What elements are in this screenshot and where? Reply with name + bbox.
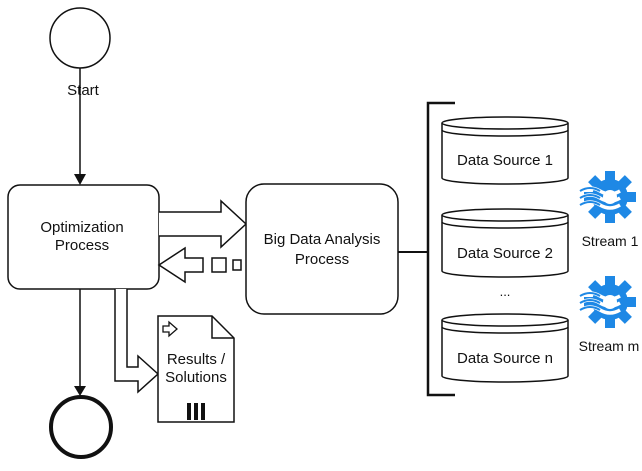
stream-m-label: Stream m [579, 338, 640, 354]
data-sources-ellipsis: ... [500, 284, 511, 299]
results-label-line1: Results / [167, 351, 226, 368]
data-sources-bracket [426, 101, 455, 397]
optimization-process-box[interactable] [7, 184, 160, 290]
data-flow-arrow-right [159, 199, 248, 249]
results-flow-arrow [114, 289, 160, 394]
end-flow-arrowhead [74, 386, 86, 396]
feedback-arrow-dash-1 [211, 257, 227, 273]
start-event[interactable] [49, 7, 111, 69]
big-data-label-line1: Big Data Analysis [264, 231, 381, 248]
data-source-1-label: Data Source 1 [457, 152, 553, 169]
start-flow-arrowhead [74, 174, 86, 185]
optimization-label-line1: Optimization [40, 219, 123, 236]
optimization-label-line2: Process [55, 237, 109, 254]
data-source-2[interactable]: Data Source 2 [441, 208, 569, 278]
results-document[interactable]: Results / Solutions [157, 315, 235, 423]
input-arrow-icon [162, 320, 178, 338]
results-label-line2: Solutions [165, 369, 227, 386]
stream-gear-icon [579, 171, 636, 223]
big-data-label-line2: Process [295, 251, 349, 268]
feedback-arrow-left [157, 246, 204, 284]
stream-1-label: Stream 1 [582, 233, 639, 249]
data-source-n-label: Data Source n [457, 350, 553, 367]
collection-marker-icon [187, 403, 205, 420]
big-data-analysis-box[interactable] [245, 183, 399, 315]
stream-gear-icon [579, 276, 636, 328]
end-event[interactable] [49, 395, 113, 459]
feedback-arrow-dash-2 [232, 259, 242, 271]
data-source-2-label: Data Source 2 [457, 245, 553, 262]
data-source-1[interactable]: Data Source 1 [441, 116, 569, 185]
start-label: Start [67, 82, 100, 99]
data-source-n[interactable]: Data Source n [441, 313, 569, 383]
